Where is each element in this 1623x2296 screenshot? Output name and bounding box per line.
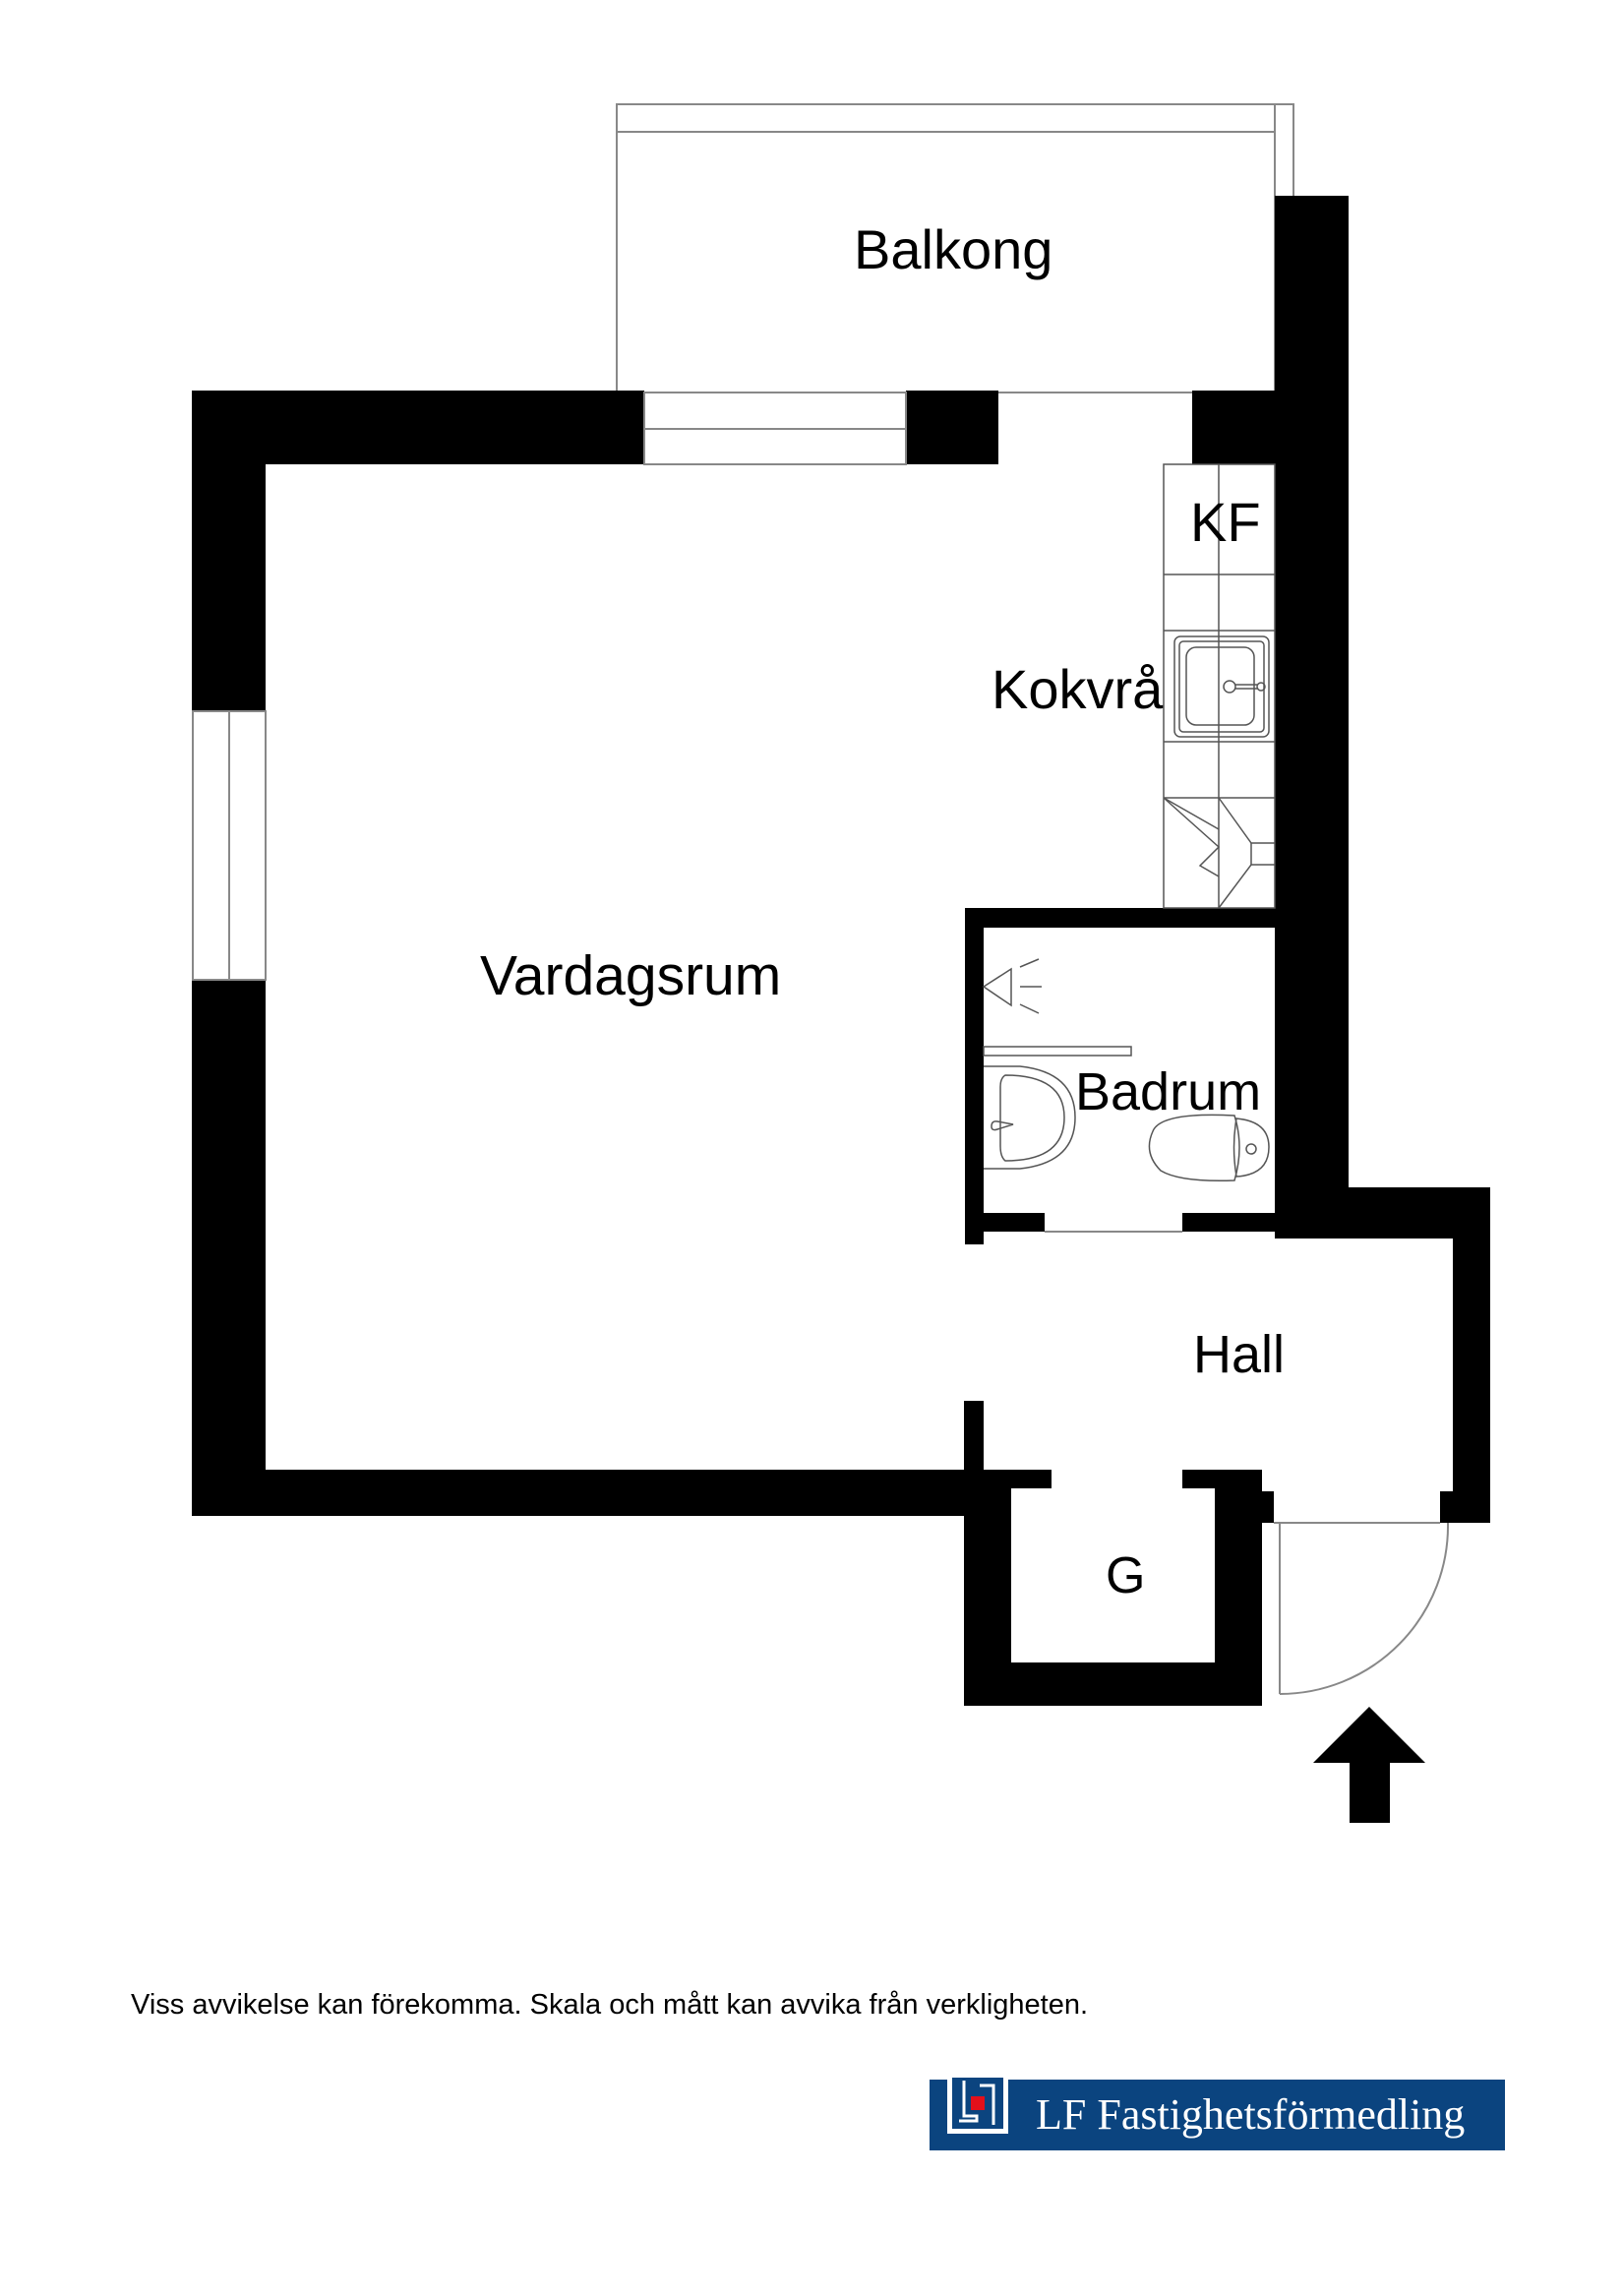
logo-mark-icon (947, 2073, 1008, 2134)
floor-plan-drawing (192, 103, 1490, 1823)
room-label-kitchenette: Kokvrå (992, 658, 1164, 720)
window-left (192, 710, 267, 981)
washbasin-icon (984, 1065, 1076, 1170)
bathroom-shelf (983, 1046, 1132, 1057)
room-label-fridge-freezer: KF (1190, 491, 1261, 553)
room-label-closet: G (1106, 1547, 1146, 1604)
shower-icon (982, 958, 1042, 1014)
room-label-balcony: Balkong (854, 218, 1053, 280)
disclaimer-text: Viss avvikelse kan förekomma. Skala och … (131, 1989, 1089, 2021)
kitchen-sink-icon (1173, 635, 1270, 738)
room-label-living-room: Vardagsrum (480, 944, 782, 1007)
room-label-bathroom: Badrum (1075, 1062, 1262, 1121)
window-top (643, 392, 907, 465)
company-logo: LF Fastighetsförmedling (930, 2073, 1505, 2150)
floor-plan: Balkong KF Kokvrå Vardagsrum Badrum Hall… (192, 103, 1490, 1823)
arrow-up-icon (1313, 1707, 1425, 1823)
logo-text: LF Fastighetsförmedling (1036, 2090, 1466, 2139)
toilet-icon (1148, 1114, 1270, 1182)
walls (192, 196, 1490, 1706)
entrance-door (1274, 1522, 1450, 1695)
room-label-hall: Hall (1193, 1325, 1286, 1384)
stove-hood-icon (1163, 797, 1275, 909)
